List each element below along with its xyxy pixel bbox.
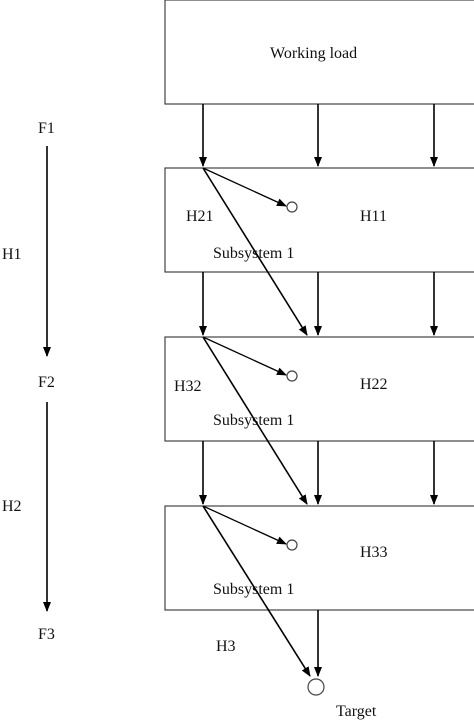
subsystem-1-right-code: H11 <box>360 208 387 225</box>
h1-side-label: H1 <box>2 246 22 263</box>
working-load-box <box>164 0 474 105</box>
subsystem-box-1 <box>164 167 474 273</box>
subsystem-1-node <box>286 201 298 213</box>
f3-label: F3 <box>38 626 55 643</box>
bottom-code-label: H3 <box>216 638 236 655</box>
target-node <box>307 678 325 696</box>
subsystem-1-to-node <box>202 167 287 207</box>
subsystem-box-3 <box>164 505 474 611</box>
subsystem-3-to-node <box>202 505 287 545</box>
diagonal-arrow-2 <box>202 336 308 505</box>
f2-label: F2 <box>38 374 55 391</box>
subsystem-3-node <box>286 539 298 551</box>
working-load-label: Working load <box>270 45 357 62</box>
subsystem-3-label: Subsystem 1 <box>213 581 294 598</box>
diagonal-arrow-1 <box>202 167 308 336</box>
h2-side-label: H2 <box>2 498 22 515</box>
subsystem-2-node <box>286 370 298 382</box>
f1-label: F1 <box>38 120 55 137</box>
subsystem-2-to-node <box>202 336 287 376</box>
subsystem-2-right-code: H22 <box>360 376 388 393</box>
subsystem-1-left-code: H21 <box>186 208 214 225</box>
subsystem-3-right-code: H33 <box>360 544 388 561</box>
subsystem-1-label: Subsystem 1 <box>213 245 294 262</box>
subsystem-2-label: Subsystem 1 <box>213 412 294 429</box>
subsystem-2-left-code: H32 <box>174 378 202 395</box>
subsystem-box-2 <box>164 336 474 442</box>
diagonal-arrow-to-target <box>202 505 311 677</box>
target-label: Target <box>336 703 377 720</box>
